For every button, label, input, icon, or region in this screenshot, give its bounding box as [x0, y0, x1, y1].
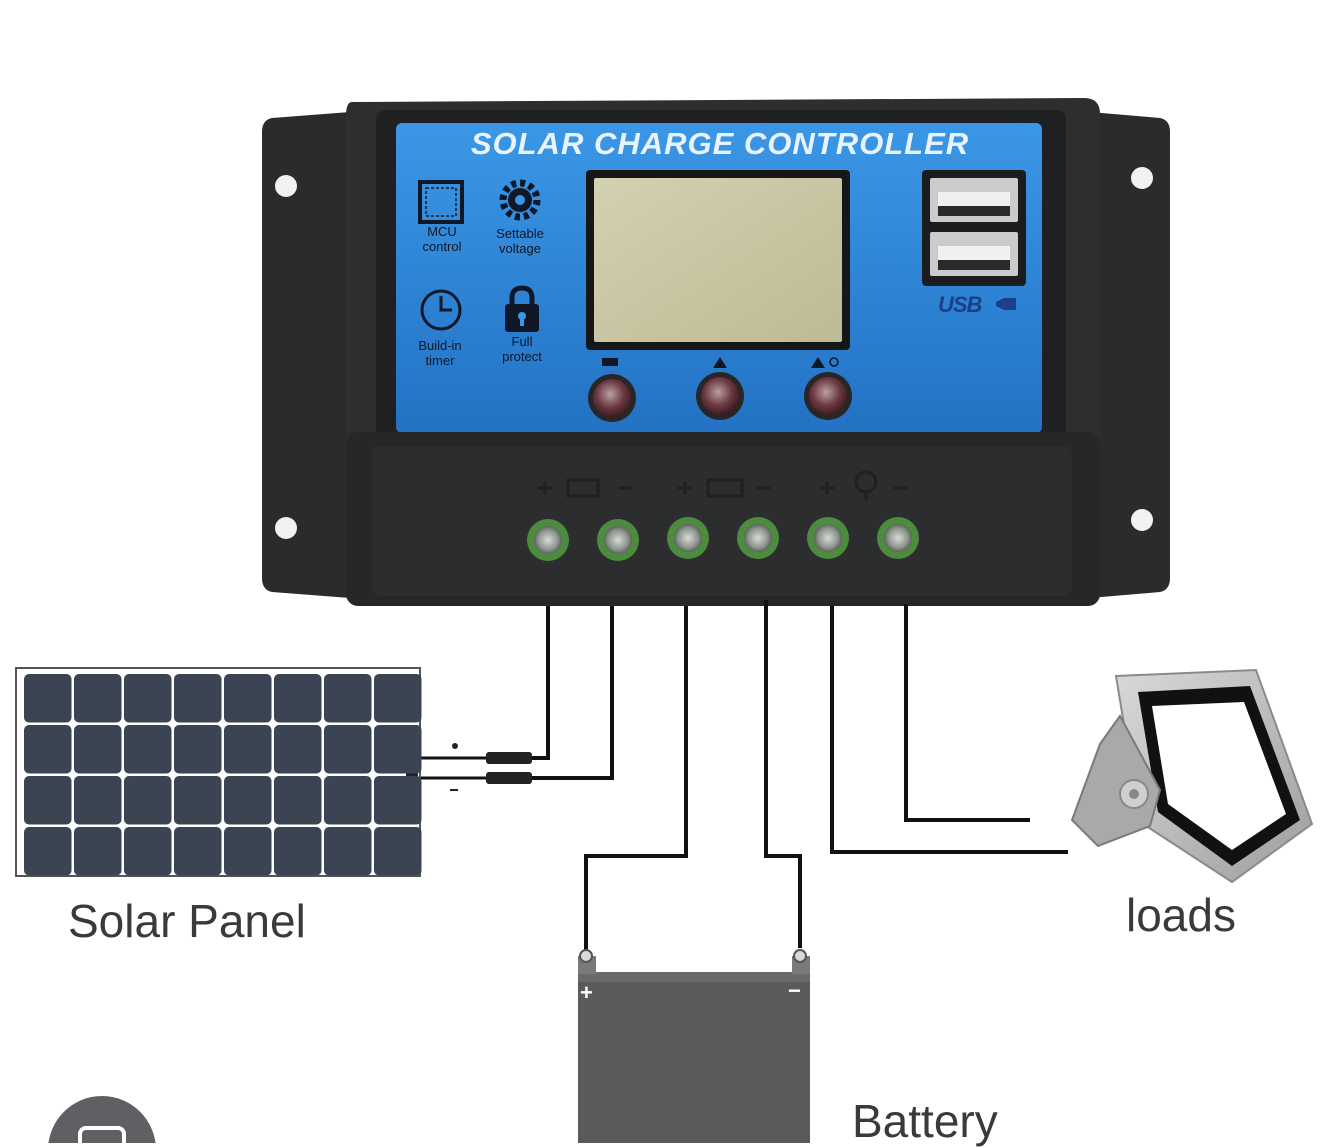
- battery-button[interactable]: [588, 374, 636, 422]
- battery-indicator-icon: [602, 358, 618, 366]
- load-positive-wire: [830, 606, 1068, 854]
- usb-icon: [996, 298, 1016, 310]
- solar-panel-label: Solar Panel: [68, 895, 306, 947]
- solar-cell: [124, 776, 172, 825]
- left-mounting-flange: [262, 112, 350, 598]
- solar-cell: [24, 827, 72, 876]
- solar-cell: [374, 725, 422, 774]
- mount-hole-bottom-left: [275, 517, 297, 539]
- solar-positive-terminal[interactable]: [527, 519, 569, 561]
- mount-hole-bottom-right: [1131, 509, 1153, 531]
- feature-mcu-control: MCU control: [412, 224, 472, 254]
- feature-settable-line2: voltage: [499, 241, 541, 256]
- feature-settable-voltage: Settable voltage: [490, 226, 550, 256]
- solar-cell: [74, 674, 122, 723]
- battery-negative-sign: −: [788, 978, 801, 1003]
- solar-cell: [274, 827, 322, 876]
- solar-cell: [174, 827, 222, 876]
- feature-protect-line2: protect: [502, 349, 542, 364]
- solar-positive-wire: [530, 606, 550, 760]
- battery-negative-wire: [764, 600, 802, 948]
- feature-full-protect: Full protect: [492, 334, 552, 364]
- mount-hole-top-right: [1131, 167, 1153, 189]
- solar-cell: [324, 776, 372, 825]
- warning-button[interactable]: [696, 372, 744, 420]
- solar-negative-wire: [530, 606, 614, 780]
- mount-hole-top-left: [275, 175, 297, 197]
- chip-icon: [418, 180, 464, 224]
- usb-label: USB: [938, 292, 982, 317]
- load-button[interactable]: [804, 372, 852, 420]
- feature-settable-line1: Settable: [496, 226, 544, 241]
- usb-ports: [922, 170, 1026, 286]
- solar-cell: [24, 674, 72, 723]
- button-indicators: [602, 357, 839, 368]
- battery-positive-wire: [584, 606, 688, 952]
- charge-controller: [262, 98, 1170, 606]
- feature-protect-line1: Full: [511, 334, 533, 349]
- load-negative-wire: [904, 604, 1030, 822]
- battery: + −: [578, 949, 810, 1143]
- solar-cell: [24, 776, 72, 825]
- solar-cell: [174, 674, 222, 723]
- battery-negative-post: [792, 949, 810, 974]
- solar-cell: [224, 776, 272, 825]
- solar-cell: [74, 776, 122, 825]
- solar-negative-terminal[interactable]: [597, 519, 639, 561]
- solar-panel: [15, 667, 422, 877]
- gear-icon: [499, 179, 541, 221]
- feature-mcu-line1: MCU: [427, 224, 457, 239]
- solar-cell: [274, 674, 322, 723]
- screw-terminals: [527, 517, 919, 561]
- solar-cell: [74, 827, 122, 876]
- load-negative-terminal[interactable]: [877, 517, 919, 559]
- solar-cell: [324, 827, 372, 876]
- feature-timer-line1: Build-in: [418, 338, 462, 353]
- feature-timer-line2: timer: [425, 353, 455, 368]
- wires: [530, 600, 1068, 952]
- solar-cell: [174, 776, 222, 825]
- solar-cell: [124, 674, 172, 723]
- load-indicator-icon: [811, 357, 825, 368]
- solar-connectors: [420, 743, 532, 791]
- solar-cell: [374, 674, 422, 723]
- lock-icon: [505, 285, 539, 332]
- camera-icon: [78, 1126, 126, 1143]
- solar-cell: [274, 776, 322, 825]
- solar-cell: [224, 827, 272, 876]
- controller-title: SOLAR CHARGE CONTROLLER: [470, 126, 970, 161]
- loads-label: loads: [1126, 889, 1236, 941]
- right-mounting-flange: [1090, 112, 1170, 598]
- feature-build-in-timer: Build-in timer: [410, 338, 470, 368]
- solar-cell: [24, 725, 72, 774]
- battery-label: Battery: [852, 1095, 998, 1147]
- solar-cell: [374, 827, 422, 876]
- warning-indicator-icon: [713, 357, 727, 368]
- battery-negative-terminal[interactable]: [737, 517, 779, 559]
- solar-cell: [324, 725, 372, 774]
- flood-light: [1070, 668, 1314, 884]
- lcd-screen: [594, 178, 842, 342]
- solar-cell: [374, 776, 422, 825]
- overlay-action-button[interactable]: [48, 1096, 156, 1143]
- battery-positive-sign: +: [580, 980, 593, 1005]
- clock-icon: [420, 289, 462, 331]
- load-positive-terminal[interactable]: [807, 517, 849, 559]
- solar-cell: [274, 725, 322, 774]
- solar-cell: [324, 674, 372, 723]
- feature-mcu-line2: control: [422, 239, 462, 254]
- terminal-symbols: [538, 470, 908, 500]
- solar-cells: [24, 674, 422, 876]
- solar-cell: [224, 725, 272, 774]
- battery-positive-post: [578, 949, 596, 974]
- solar-cell: [224, 674, 272, 723]
- solar-cell: [124, 827, 172, 876]
- solar-cell: [174, 725, 222, 774]
- solar-cell: [124, 725, 172, 774]
- battery-body: [578, 980, 810, 1143]
- battery-positive-terminal[interactable]: [667, 517, 709, 559]
- solar-cell: [74, 725, 122, 774]
